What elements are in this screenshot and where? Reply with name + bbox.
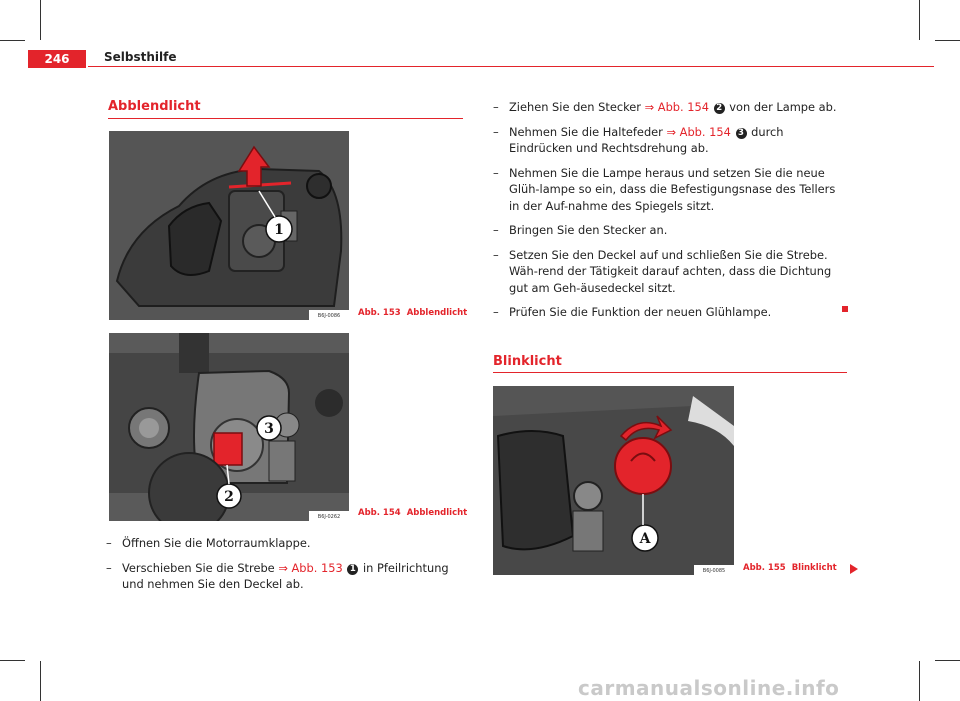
crop-mark: [40, 661, 41, 701]
step-text: Bringen Sie den Stecker an.: [509, 223, 668, 237]
figure-155-code: B6J-0085: [703, 568, 725, 574]
step-text: Verschieben Sie die Strebe: [122, 560, 279, 575]
figure-154-caption: Abb. 154 Abblendlicht: [358, 508, 467, 518]
step-remove-spring: Nehmen Sie die Haltefeder ⇒ Abb. 154 3 d…: [493, 124, 843, 157]
figure-154-code: B6J-0262: [318, 514, 340, 520]
step-text: Setzen Sie den Deckel auf und schließen …: [509, 247, 832, 295]
figure-154-caption-number: Abb. 154: [358, 508, 401, 518]
step-check-function: Prüfen Sie die Funktion der neuen Glühla…: [493, 304, 843, 321]
end-of-section-marker: [842, 306, 848, 312]
crop-mark: [919, 661, 920, 701]
section-title-indicator: Blinklicht: [493, 354, 562, 369]
figure-reference-link[interactable]: ⇒ Abb. 154: [644, 100, 710, 114]
continue-arrow-icon: [850, 564, 858, 574]
figure-153-marker: 1: [274, 222, 284, 238]
crop-mark: [40, 0, 41, 40]
number-badge: 2: [713, 103, 725, 114]
figure-154-image: 3 2 B6J-0262: [109, 333, 349, 521]
figure-153-caption-text: Abblendlicht: [406, 308, 468, 318]
step-text: Nehmen Sie die Lampe heraus und setzen S…: [509, 165, 836, 213]
figure-155-caption: Abb. 155 Blinklicht: [743, 563, 837, 573]
figure-155-image: A B6J-0085: [493, 386, 734, 575]
step-text: durch Eindrücken und Rechtsdrehung ab.: [509, 124, 784, 156]
figure-153-caption-number: Abb. 153: [358, 308, 401, 318]
crop-mark: [919, 0, 920, 40]
figure-153-image: 1 B6J-0086: [109, 131, 349, 320]
step-text: Ziehen Sie den Stecker: [509, 100, 645, 114]
crop-mark: [0, 660, 25, 661]
step-move-strut: Verschieben Sie die Strebe ⇒ Abb. 153 1 …: [106, 560, 466, 593]
number-badge: 1: [347, 563, 359, 575]
right-steps-list: Ziehen Sie den Stecker ⇒ Abb. 154 2 von …: [493, 99, 843, 329]
figure-153-code: B6J-0086: [318, 313, 340, 319]
step-text: Nehmen Sie die Haltefeder: [509, 124, 667, 139]
step-pull-connector: Ziehen Sie den Stecker ⇒ Abb. 154 2 von …: [493, 99, 843, 116]
page-number: 246: [28, 50, 86, 68]
figure-155-caption-number: Abb. 155: [743, 563, 786, 573]
figure-reference-link[interactable]: ⇒ Abb. 154: [666, 124, 731, 139]
crop-mark: [935, 660, 960, 661]
figure-154-caption-text: Abblendlicht: [406, 508, 468, 518]
left-steps-list: Öffnen Sie die Motorraumklappe. Verschie…: [106, 535, 466, 601]
figure-155-caption-text: Blinklicht: [791, 563, 837, 573]
section-rule: [108, 118, 463, 119]
section-rule: [493, 372, 847, 373]
figure-155-marker: A: [639, 531, 652, 547]
step-open-hood: Öffnen Sie die Motorraumklappe.: [106, 535, 466, 552]
number-badge: 3: [735, 127, 747, 139]
figure-reference-link[interactable]: ⇒ Abb. 153: [278, 560, 343, 575]
watermark: carmanualsonline.info: [578, 676, 840, 700]
figure-154-marker-2: 2: [224, 489, 234, 505]
step-replace-bulb: Nehmen Sie die Lampe heraus und setzen S…: [493, 165, 843, 215]
section-title-low-beam: Abblendlicht: [108, 99, 201, 114]
figure-154-marker-3: 3: [264, 421, 274, 437]
figure-153-caption: Abb. 153 Abblendlicht: [358, 308, 467, 318]
step-text: von der Lampe ab.: [725, 100, 837, 114]
step-text: Prüfen Sie die Funktion der neuen Glühla…: [509, 305, 772, 319]
running-header: Selbsthilfe: [104, 50, 177, 64]
crop-mark: [935, 40, 960, 41]
step-attach-connector: Bringen Sie den Stecker an.: [493, 222, 843, 239]
step-text: in Pfeilrichtung und nehmen Sie den Deck…: [122, 560, 449, 592]
header-rule: [88, 66, 934, 67]
step-close-cover: Setzen Sie den Deckel auf und schließen …: [493, 247, 843, 297]
step-text: Öffnen Sie die Motorraumklappe.: [122, 536, 311, 550]
crop-mark: [0, 40, 25, 41]
